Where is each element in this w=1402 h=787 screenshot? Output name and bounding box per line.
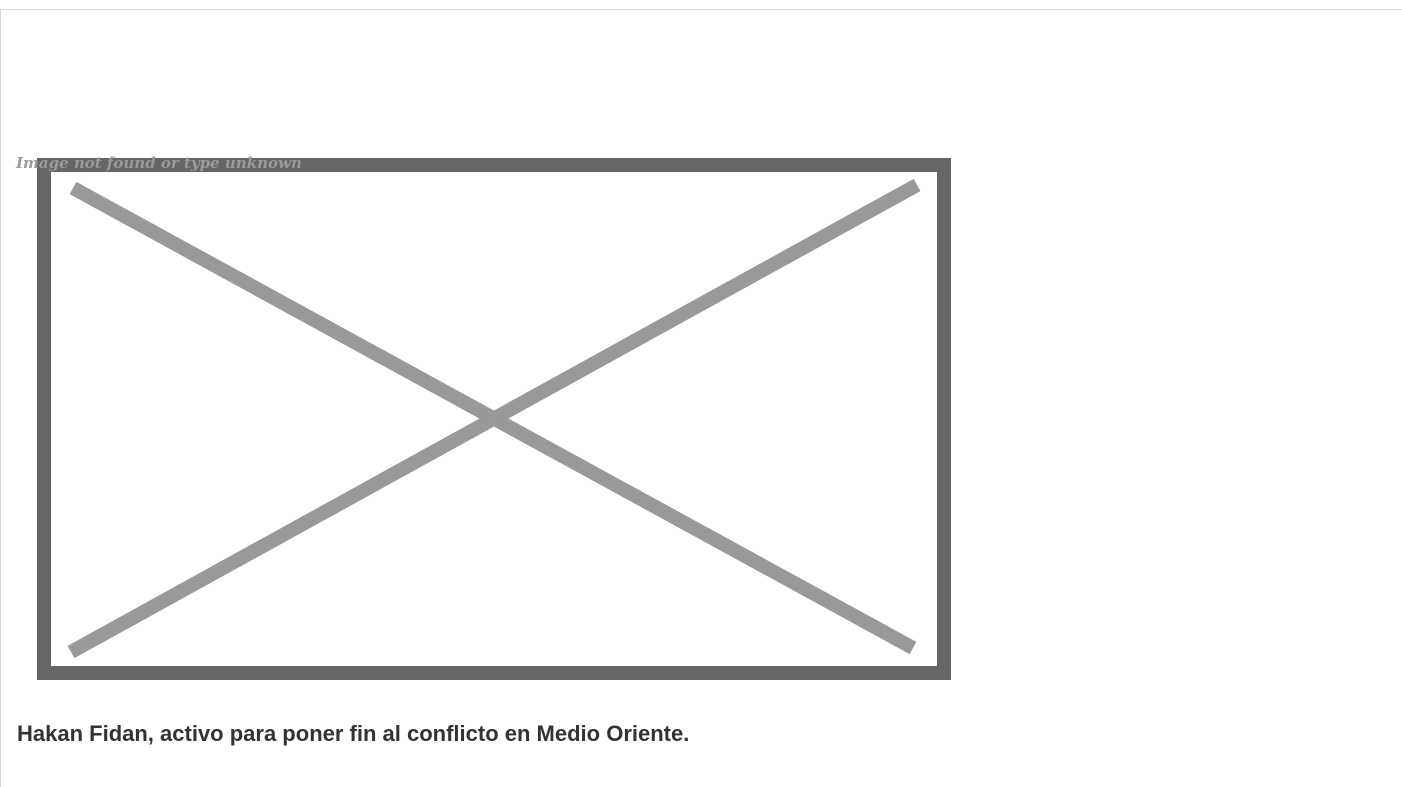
image-alt-text: Image not found or type unknown (16, 154, 302, 172)
article-caption: Hakan Fidan, activo para poner fin al co… (17, 721, 690, 746)
broken-image-icon (33, 158, 955, 680)
article-card (0, 9, 1402, 787)
